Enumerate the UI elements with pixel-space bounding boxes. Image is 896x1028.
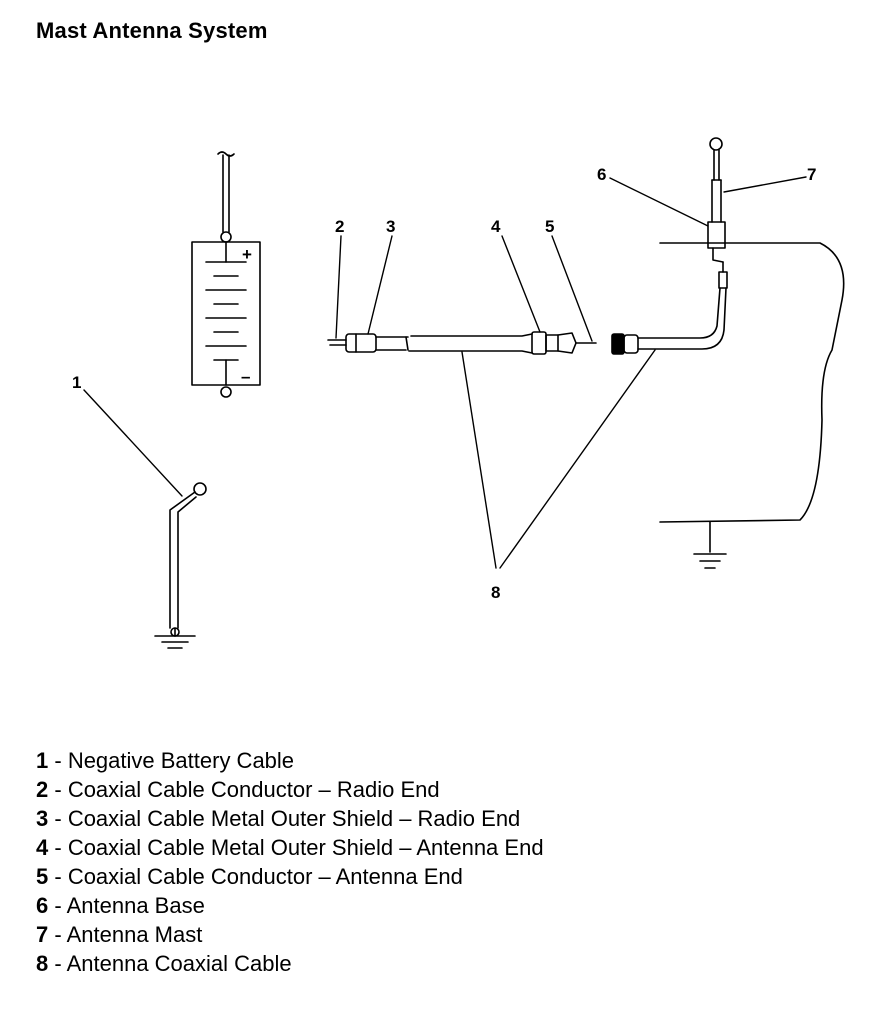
legend-number: 3 [36, 806, 49, 831]
legend-number: 7 [36, 922, 49, 947]
battery-positive-terminal [220, 231, 232, 243]
callout-5: 5 [545, 217, 554, 236]
coaxial-shield-antenna-end [531, 331, 547, 355]
legend-text: Coaxial Cable Conductor – Radio End [67, 777, 440, 802]
battery-cells [205, 261, 247, 361]
callout-7: 7 [807, 165, 816, 184]
negative-battery-cable [154, 482, 207, 649]
antenna-tip [709, 137, 723, 151]
legend-separator: - [48, 835, 68, 860]
callout-1: 1 [72, 373, 81, 392]
legend-item: 4 - Coaxial Cable Metal Outer Shield – A… [36, 833, 544, 862]
callout-leaders [83, 176, 807, 569]
battery: + – [191, 151, 261, 398]
legend-text: Coaxial Cable Metal Outer Shield – Anten… [67, 835, 544, 860]
battery-minus-sign: – [241, 367, 250, 386]
legend-text: Coaxial Cable Metal Outer Shield – Radio… [67, 806, 521, 831]
legend-text: Antenna Mast [66, 922, 203, 947]
coaxial-shield-radio-end [345, 333, 377, 353]
legend-separator: - [48, 864, 68, 889]
callout-8: 8 [491, 583, 500, 602]
legend-text: Negative Battery Cable [67, 748, 295, 773]
legend-item: 1 - Negative Battery Cable [36, 746, 544, 775]
antenna-base [707, 221, 726, 249]
legend-number: 2 [36, 777, 49, 802]
legend-number: 6 [36, 893, 49, 918]
legend-item: 8 - Antenna Coaxial Cable [36, 949, 544, 978]
vehicle-body-ground-path [659, 242, 845, 523]
antenna-cable [611, 261, 728, 355]
legend-number: 4 [36, 835, 49, 860]
callout-3: 3 [386, 217, 395, 236]
legend-item: 3 - Coaxial Cable Metal Outer Shield – R… [36, 804, 544, 833]
legend-list: 1 - Negative Battery Cable 2 - Coaxial C… [36, 746, 544, 978]
legend-item: 7 - Antenna Mast [36, 920, 544, 949]
legend-text: Coaxial Cable Conductor – Antenna End [67, 864, 463, 889]
legend-number: 8 [36, 951, 49, 976]
battery-negative-terminal [220, 386, 232, 398]
legend-separator: - [48, 951, 67, 976]
legend-separator: - [48, 806, 68, 831]
legend-separator: - [48, 748, 68, 773]
legend-item: 2 - Coaxial Cable Conductor – Radio End [36, 775, 544, 804]
legend-text: Antenna Base [66, 893, 205, 918]
radio-end-connector [327, 333, 409, 353]
callout-4: 4 [491, 217, 501, 236]
antenna-diagram: + – [72, 137, 845, 649]
legend-item: 6 - Antenna Base [36, 891, 544, 920]
diagram-title: Mast Antenna System [36, 18, 268, 43]
battery-cable-break [217, 151, 235, 157]
coaxial-cable-middle [408, 331, 597, 355]
callout-6: 6 [597, 165, 606, 184]
legend-separator: - [48, 922, 67, 947]
legend-number: 5 [36, 864, 49, 889]
legend-text: Antenna Coaxial Cable [66, 951, 292, 976]
callout-2: 2 [335, 217, 344, 236]
battery-plus-sign: + [242, 245, 252, 264]
legend-separator: - [48, 777, 68, 802]
legend-separator: - [48, 893, 67, 918]
antenna [659, 137, 845, 569]
antenna-cable-connector [718, 271, 728, 289]
callout-numbers: 1 2 3 4 5 6 7 8 [72, 165, 816, 602]
legend-item: 5 - Coaxial Cable Conductor – Antenna En… [36, 862, 544, 891]
legend-number: 1 [36, 748, 49, 773]
